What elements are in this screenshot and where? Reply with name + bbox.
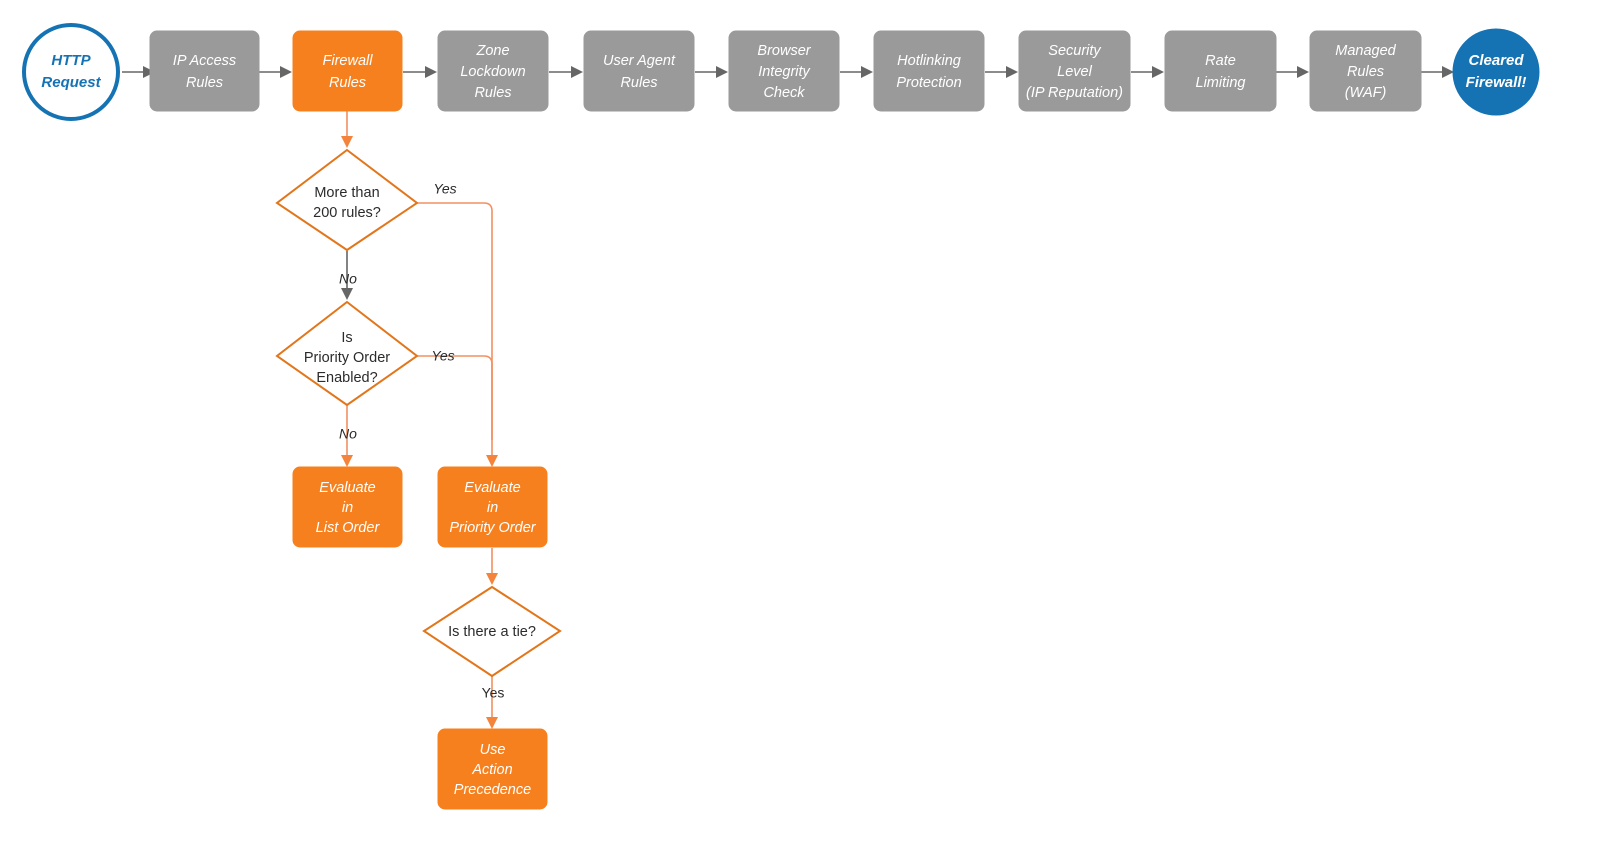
- node-ip-access-rules-line2: Rules: [186, 75, 223, 91]
- node-use-action-precedence[interactable]: Use Action Precedence: [437, 728, 548, 810]
- connector-decision200-yes: [417, 202, 498, 467]
- node-firewall-rules-line2: Rules: [329, 75, 366, 91]
- connector-browser-to-hotlinking: [840, 66, 873, 78]
- node-security-level[interactable]: Security Level (IP Reputation): [1018, 30, 1131, 112]
- decision-priority-order-enabled-line1: Is: [341, 330, 352, 346]
- node-managed-rules-waf-line2: Rules: [1347, 64, 1384, 80]
- node-firewall-rules[interactable]: Firewall Rules: [292, 30, 403, 112]
- connector-firewall-to-decision200: [341, 111, 353, 148]
- node-evaluate-list-order-line3: List Order: [316, 520, 381, 536]
- node-use-action-precedence-line1: Use: [480, 742, 506, 758]
- edge-label-yes-is-tie: Yes: [482, 685, 505, 701]
- decision-is-there-a-tie[interactable]: Is there a tie?: [422, 585, 562, 678]
- connector-hotlinking-to-securitylevel: [985, 66, 1018, 78]
- node-http-request[interactable]: HTTP Request: [22, 23, 120, 121]
- node-security-level-line2: Level: [1057, 64, 1092, 80]
- node-hotlinking-protection[interactable]: Hotlinking Protection: [873, 30, 985, 112]
- edge-labels: Yes No Yes No Yes: [339, 181, 504, 701]
- connector-tie-yes: [486, 676, 498, 729]
- connector-zonelockdown-to-useragent: [549, 66, 583, 78]
- node-http-request-line1: HTTP: [51, 52, 91, 69]
- edge-label-yes-priority-enabled: Yes: [431, 348, 454, 364]
- decision-is-there-a-tie-line1: Is there a tie?: [448, 624, 536, 640]
- connector-ipaccess-to-firewall: [259, 66, 292, 78]
- pipeline-connectors: [122, 66, 1454, 78]
- connector-securitylevel-to-ratelimiting: [1131, 66, 1164, 78]
- decision-more-than-200-rules-line1: More than: [314, 185, 379, 201]
- decision-priority-order-enabled[interactable]: Is Priority Order Enabled?: [275, 300, 419, 407]
- connector-firewall-to-zonelockdown: [403, 66, 437, 78]
- node-http-request-line2: Request: [41, 74, 101, 91]
- node-use-action-precedence-line3: Precedence: [454, 782, 531, 798]
- node-zone-lockdown-rules-line3: Rules: [474, 85, 511, 101]
- edge-label-yes-more-than-200: Yes: [433, 181, 456, 197]
- node-browser-integrity-check-line2: Integrity: [758, 64, 810, 80]
- node-hotlinking-protection-line2: Protection: [896, 75, 961, 91]
- connector-priorityenabled-no: [341, 405, 353, 467]
- node-use-action-precedence-line2: Action: [471, 762, 512, 778]
- decision-priority-order-enabled-line2: Priority Order: [304, 350, 390, 366]
- connector-http-to-ipaccess: [122, 66, 155, 78]
- decision-priority-order-enabled-line3: Enabled?: [316, 370, 377, 386]
- node-rate-limiting-line1: Rate: [1205, 53, 1236, 69]
- node-user-agent-rules[interactable]: User Agent Rules: [583, 30, 695, 112]
- node-user-agent-rules-line2: Rules: [620, 75, 657, 91]
- node-cleared-firewall-line2: Firewall!: [1466, 74, 1527, 91]
- edge-label-no-more-than-200: No: [339, 271, 357, 287]
- node-rate-limiting[interactable]: Rate Limiting: [1164, 30, 1277, 112]
- node-firewall-rules-line1: Firewall: [323, 53, 374, 69]
- node-evaluate-list-order-line1: Evaluate: [319, 480, 375, 496]
- node-evaluate-priority-order-line2: in: [487, 500, 498, 516]
- node-evaluate-list-order-line2: in: [342, 500, 353, 516]
- node-hotlinking-protection-line1: Hotlinking: [897, 53, 961, 69]
- decision-more-than-200-rules-line2: 200 rules?: [313, 205, 381, 221]
- decision-more-than-200-rules[interactable]: More than 200 rules?: [275, 148, 419, 252]
- connector-priorityenabled-yes: [417, 355, 493, 440]
- node-security-level-line3: (IP Reputation): [1026, 85, 1123, 101]
- node-zone-lockdown-rules-line2: Lockdown: [460, 64, 525, 80]
- node-managed-rules-waf-line3: (WAF): [1345, 85, 1387, 101]
- connector-decision200-no: [341, 250, 353, 300]
- node-evaluate-priority-order-line1: Evaluate: [464, 480, 520, 496]
- connector-ratelimiting-to-managedrules: [1276, 66, 1309, 78]
- node-security-level-line1: Security: [1048, 43, 1101, 59]
- connector-priorityorder-to-tie: [486, 548, 498, 585]
- connector-useragent-to-browser: [695, 66, 728, 78]
- node-evaluate-priority-order-line3: Priority Order: [449, 520, 536, 536]
- branch-connectors: [341, 111, 498, 729]
- node-cleared-firewall[interactable]: Cleared Firewall!: [1452, 28, 1540, 116]
- node-managed-rules-waf-line1: Managed: [1335, 43, 1396, 59]
- connector-managedrules-to-cleared: [1421, 66, 1454, 78]
- node-evaluate-list-order[interactable]: Evaluate in List Order: [292, 466, 403, 548]
- node-browser-integrity-check[interactable]: Browser Integrity Check: [728, 30, 840, 112]
- node-evaluate-priority-order[interactable]: Evaluate in Priority Order: [437, 466, 548, 548]
- node-ip-access-rules-line1: IP Access: [173, 53, 236, 69]
- node-zone-lockdown-rules-line1: Zone: [475, 43, 509, 59]
- edge-label-no-priority-enabled: No: [339, 426, 357, 442]
- node-ip-access-rules[interactable]: IP Access Rules: [149, 30, 260, 112]
- node-browser-integrity-check-line3: Check: [763, 85, 805, 101]
- node-user-agent-rules-line1: User Agent: [603, 53, 676, 69]
- node-zone-lockdown-rules[interactable]: Zone Lockdown Rules: [437, 30, 549, 112]
- node-browser-integrity-check-line1: Browser: [757, 43, 811, 59]
- node-managed-rules-waf[interactable]: Managed Rules (WAF): [1309, 30, 1422, 112]
- node-cleared-firewall-line1: Cleared: [1468, 52, 1524, 69]
- node-rate-limiting-line2: Limiting: [1196, 75, 1246, 91]
